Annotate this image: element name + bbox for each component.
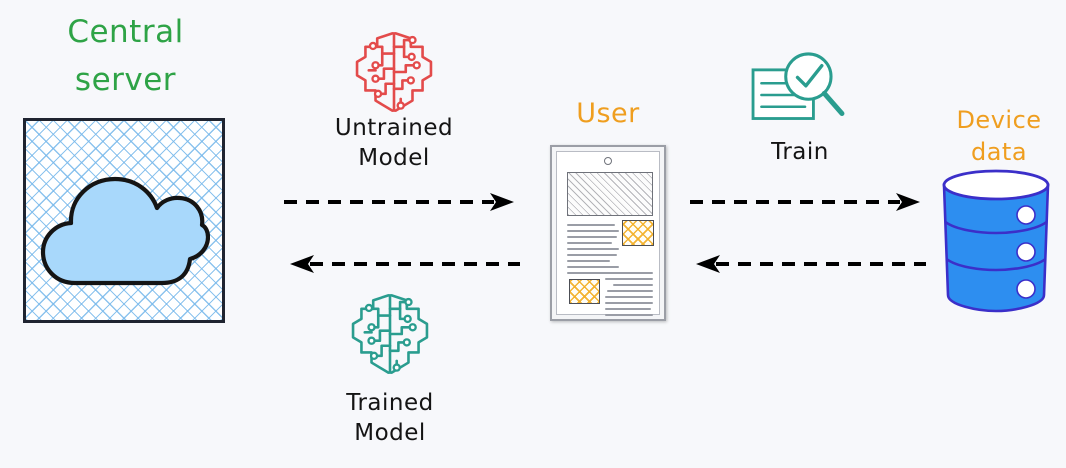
untrained-model-label: Untrained Model [320, 113, 468, 173]
trained-model-label: Trained Model [316, 388, 464, 448]
cloud-icon [40, 176, 210, 286]
untrained-model-label-line1: Untrained [334, 115, 454, 141]
phone-accent-box-bottom [569, 279, 600, 304]
ai-brain-circuit-icon-untrained [355, 32, 433, 112]
phone-screen [556, 151, 660, 317]
database-cylinder-icon [942, 169, 1050, 313]
device-data-title-line2: data [970, 138, 1028, 166]
train-label: Train [771, 139, 829, 165]
smartphone-icon [550, 145, 666, 321]
arrow-user-to-device-data [690, 193, 920, 211]
arrow-device-data-to-user [696, 255, 926, 273]
central-server-title-line2: server [74, 62, 177, 98]
document-magnifier-check-icon [751, 52, 845, 120]
phone-camera-icon [604, 157, 612, 165]
central-server-title-line1: Central [67, 14, 184, 50]
ai-brain-circuit-icon-trained [351, 294, 429, 374]
user-title: User [576, 98, 640, 129]
central-server-title: Central server [18, 8, 233, 104]
untrained-model-label-line2: Model [358, 145, 430, 171]
trained-model-label-line2: Model [354, 420, 426, 446]
device-data-title: Device data [940, 104, 1058, 168]
phone-hero-image-placeholder [567, 172, 653, 216]
device-data-title-line1: Device [956, 106, 1042, 134]
arrow-user-to-server [290, 255, 520, 273]
trained-model-label-line1: Trained [346, 390, 434, 416]
arrow-server-to-user [284, 193, 514, 211]
phone-accent-box-top [622, 220, 654, 246]
